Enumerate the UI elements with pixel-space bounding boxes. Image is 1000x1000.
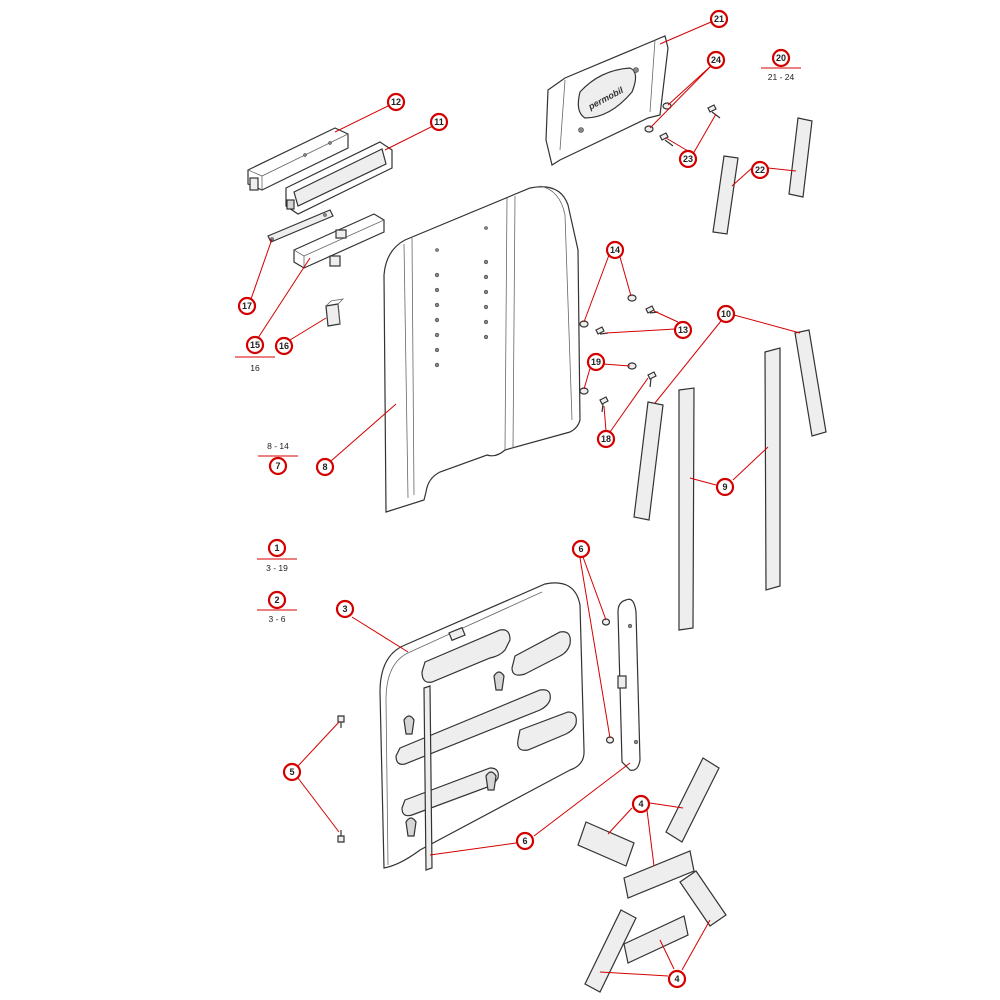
kit-1: 1 3 - 19 (257, 538, 297, 573)
part-13-screws (595, 305, 659, 335)
svg-text:8: 8 (322, 462, 327, 472)
svg-text:17: 17 (242, 301, 252, 311)
part-11-slide-plate (285, 141, 393, 215)
svg-text:6: 6 (578, 544, 583, 554)
kit-callouts: 20 21 - 24 16 8 - 14 7 1 3 - 19 2 3 - 6 (235, 48, 801, 624)
part-12-rail (247, 127, 349, 191)
svg-text:10: 10 (721, 309, 731, 319)
part-4-pads (577, 757, 727, 993)
svg-text:20: 20 (776, 53, 786, 63)
callout-22: 22 (750, 160, 770, 180)
callout-21: 21 (709, 9, 729, 29)
callout-17: 17 (237, 296, 257, 316)
part-21-headrest-bracket: permobil (545, 35, 669, 166)
part-8-back-shell (383, 185, 581, 513)
callout-4-bottom: 4 (667, 969, 687, 989)
svg-text:11: 11 (434, 117, 444, 127)
svg-text:19: 19 (591, 357, 601, 367)
part-16-clip (325, 298, 345, 327)
svg-text:22: 22 (755, 165, 765, 175)
keyhole-slots (403, 671, 505, 837)
svg-text:23: 23 (683, 154, 693, 164)
svg-text:3: 3 (342, 604, 347, 614)
callout-11: 11 (429, 112, 449, 132)
svg-text:6: 6 (522, 836, 527, 846)
svg-text:5: 5 (289, 767, 294, 777)
svg-text:4: 4 (638, 799, 643, 809)
callout-12: 12 (386, 92, 406, 112)
kit-15-range: 16 (250, 363, 260, 373)
kit-7-range: 8 - 14 (267, 441, 289, 451)
part-6-side-rails (423, 598, 641, 871)
callout-23: 23 (678, 149, 698, 169)
part-23-screws (659, 104, 721, 147)
callout-6-top: 6 (571, 539, 591, 559)
kit-7: 8 - 14 7 (258, 441, 298, 476)
kit-1-range: 3 - 19 (266, 563, 288, 573)
svg-text:15: 15 (250, 340, 260, 350)
svg-text:14: 14 (610, 245, 620, 255)
callout-15-leader: 15 (245, 335, 265, 355)
callout-10: 10 (716, 304, 736, 324)
svg-text:12: 12 (391, 97, 401, 107)
callouts: 21 24 23 22 12 11 17 15 16 14 13 19 18 1… (237, 9, 770, 989)
part-18-screws (599, 371, 657, 413)
part-15-bracket-rail (293, 213, 385, 269)
svg-text:18: 18 (601, 434, 611, 444)
kit-20-range: 21 - 24 (768, 72, 795, 82)
shell-mounting-holes (434, 226, 489, 368)
kit-15: 16 (235, 356, 275, 373)
callout-8: 8 (315, 457, 335, 477)
part-17-strip (267, 209, 334, 243)
callout-3: 3 (335, 599, 355, 619)
part-9-long-strips (678, 347, 781, 631)
callout-24: 24 (706, 50, 726, 70)
part-10-strips (633, 329, 827, 521)
svg-text:21: 21 (714, 14, 724, 24)
svg-text:24: 24 (711, 55, 721, 65)
part-3-back-plate (379, 582, 585, 869)
callout-18: 18 (596, 429, 616, 449)
svg-text:1: 1 (274, 543, 279, 553)
svg-text:7: 7 (275, 461, 280, 471)
leader-lines (250, 21, 801, 977)
callout-6-bottom: 6 (515, 831, 535, 851)
callout-13: 13 (673, 320, 693, 340)
callout-5: 5 (282, 762, 302, 782)
callout-19: 19 (586, 352, 606, 372)
part-5-screws (337, 715, 345, 843)
svg-text:16: 16 (279, 341, 289, 351)
callout-4-top: 4 (631, 794, 651, 814)
part-19-washers (579, 362, 637, 395)
callout-9: 9 (715, 477, 735, 497)
svg-text:2: 2 (274, 595, 279, 605)
kit-2: 2 3 - 6 (257, 590, 297, 624)
kit-20: 20 21 - 24 (761, 48, 801, 82)
part-22-pads (712, 117, 813, 235)
callout-16: 16 (274, 336, 294, 356)
svg-text:13: 13 (678, 325, 688, 335)
svg-text:4: 4 (674, 974, 679, 984)
callout-14: 14 (605, 240, 625, 260)
svg-text:9: 9 (722, 482, 727, 492)
kit-2-range: 3 - 6 (268, 614, 285, 624)
